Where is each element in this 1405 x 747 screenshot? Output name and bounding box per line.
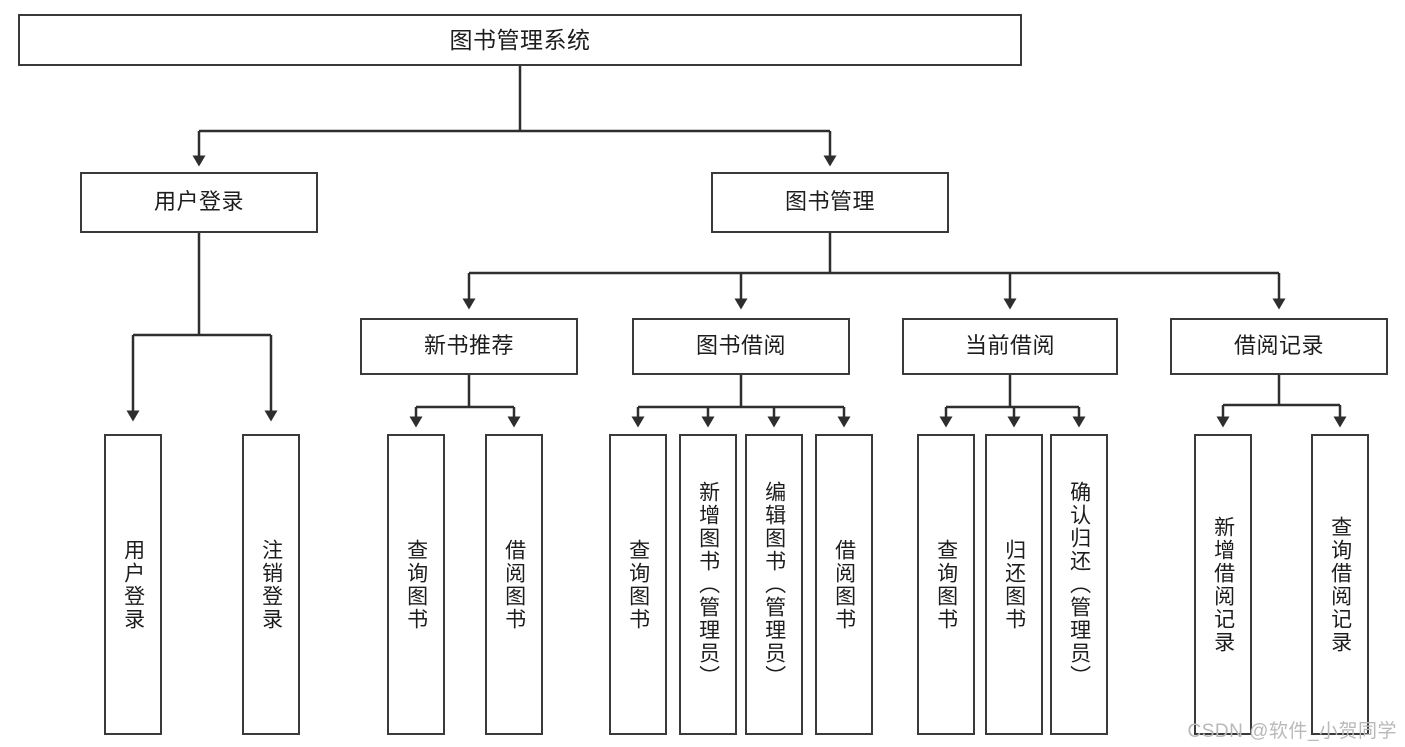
node-leaf-logout[interactable]: 注销登录 [242, 434, 300, 735]
node-label: 确认归还（管理员） [1067, 481, 1091, 688]
node-leaf-add-borrow-record[interactable]: 新增借阅记录 [1194, 434, 1252, 735]
node-user-login[interactable]: 用户登录 [80, 172, 318, 233]
node-label: 归还图书 [1002, 538, 1026, 631]
node-new-book-recommend[interactable]: 新书推荐 [360, 318, 578, 375]
node-current-borrow[interactable]: 当前借阅 [902, 318, 1118, 375]
node-leaf-confirm-return-admin[interactable]: 确认归还（管理员） [1050, 434, 1108, 735]
edge-bookborrow-bus [638, 375, 844, 409]
node-label: 新增借阅记录 [1211, 515, 1235, 654]
node-label: 查询图书 [404, 538, 428, 631]
node-leaf-add-book-admin[interactable]: 新增图书（管理员） [679, 434, 737, 735]
node-label: 当前借阅 [964, 333, 1055, 359]
node-label: 查询图书 [934, 538, 958, 631]
node-leaf-borrow-book[interactable]: 借阅图书 [815, 434, 873, 735]
node-label: 查询借阅记录 [1328, 515, 1352, 654]
edge-bookmanage-bus [469, 233, 1279, 275]
edge-root-bus [199, 66, 830, 133]
node-label: 借阅图书 [502, 538, 526, 631]
node-label: 图书管理系统 [449, 26, 591, 53]
node-leaf-borrow-book-recommend[interactable]: 借阅图书 [485, 434, 543, 735]
edge-userlogin-bus [133, 233, 271, 337]
node-borrow-record[interactable]: 借阅记录 [1170, 318, 1388, 375]
node-label: 新增图书（管理员） [696, 481, 720, 688]
node-label: 新书推荐 [423, 333, 514, 359]
node-label: 借阅图书 [832, 538, 856, 631]
node-label: 借阅记录 [1233, 333, 1324, 359]
node-label: 编辑图书（管理员） [762, 481, 786, 688]
node-label: 用户登录 [153, 189, 244, 215]
node-leaf-query-book-current[interactable]: 查询图书 [917, 434, 975, 735]
node-leaf-return-book[interactable]: 归还图书 [985, 434, 1043, 735]
edge-newbook-bus [416, 375, 514, 409]
node-leaf-edit-book-admin[interactable]: 编辑图书（管理员） [745, 434, 803, 735]
node-label: 用户登录 [121, 538, 145, 631]
node-label: 注销登录 [259, 538, 283, 631]
node-book-borrow[interactable]: 图书借阅 [632, 318, 850, 375]
node-label: 查询图书 [626, 538, 650, 631]
node-leaf-user-login[interactable]: 用户登录 [104, 434, 162, 735]
node-leaf-query-borrow-record[interactable]: 查询借阅记录 [1311, 434, 1369, 735]
node-label: 图书借阅 [695, 333, 786, 359]
edge-borrowrecord-bus [1223, 375, 1340, 407]
node-root-book-management-system[interactable]: 图书管理系统 [18, 14, 1022, 66]
edge-currentborrow-bus [946, 375, 1079, 409]
node-book-management[interactable]: 图书管理 [711, 172, 949, 233]
csdn-watermark: CSDN @软件_小贺同学 [1187, 721, 1397, 742]
node-leaf-query-book-recommend[interactable]: 查询图书 [387, 434, 445, 735]
node-leaf-query-book-borrow[interactable]: 查询图书 [609, 434, 667, 735]
node-label: 图书管理 [784, 189, 875, 215]
